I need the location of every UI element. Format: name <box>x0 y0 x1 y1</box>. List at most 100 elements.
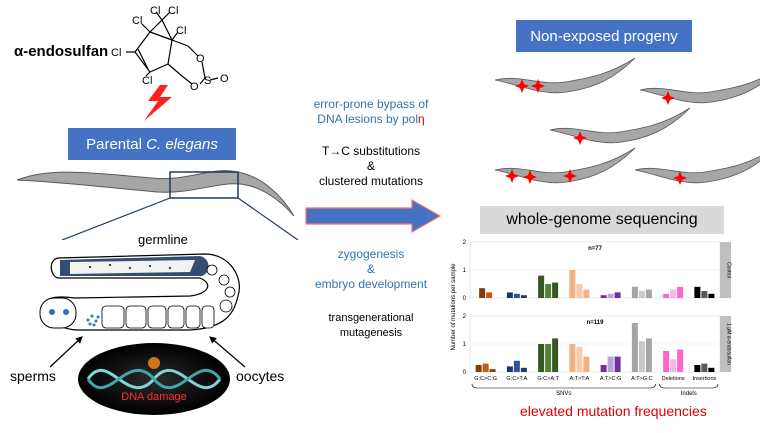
chart-bar <box>486 292 493 298</box>
oxygen-atom: O <box>190 81 199 92</box>
alpha-endosulfan-label: α-endosulfan <box>14 43 109 60</box>
chart-bar <box>520 367 527 372</box>
chart-bar <box>489 369 496 372</box>
germline-schematic <box>39 253 240 331</box>
chart-bar <box>482 363 489 372</box>
chart-x-tick: G:C>C:G <box>474 376 497 382</box>
zygo-line: zygogenesis <box>337 247 405 261</box>
chart-bar <box>694 286 701 298</box>
chart-bar <box>576 346 583 372</box>
chart-x-tick: A:T>T:A <box>570 376 590 382</box>
parental-text: Parental <box>86 135 142 153</box>
chart-bar <box>645 289 652 298</box>
chart-x-tick: G:C>A:T <box>537 376 559 382</box>
chart-bar <box>708 293 715 298</box>
chart-panel-name: Control <box>726 262 732 278</box>
species-name: C. elegans <box>146 135 218 153</box>
chart-y-tick: 2 <box>463 240 467 246</box>
oocytes-label: oocytes <box>236 368 285 384</box>
chart-bar <box>614 292 621 298</box>
chart-bar <box>520 295 527 298</box>
chart-y-tick: 1 <box>463 342 467 348</box>
chart-bar <box>694 365 701 372</box>
chart-bar <box>677 286 684 298</box>
cl-atom: Cl <box>111 47 121 59</box>
progeny-worm-2 <box>639 67 760 105</box>
chart-group-label: SNVs <box>556 391 571 397</box>
chart-bar <box>631 323 638 372</box>
chart-bar <box>583 289 590 298</box>
chart-bar <box>614 356 621 372</box>
chart-panel-strip <box>720 242 731 298</box>
chart-bar <box>663 351 670 372</box>
chart-bar <box>538 275 545 298</box>
chart-y-label: Number of mutations per sample <box>451 263 457 351</box>
chart-bar <box>638 341 645 372</box>
parental-label-box: Parental C. elegans <box>68 128 236 160</box>
progeny-label-box: Non-exposed progeny <box>516 20 692 52</box>
chart-bar <box>663 293 670 298</box>
oxygen-atom: O <box>196 53 205 65</box>
chart-group-bracket <box>659 383 719 389</box>
germline-label: germline <box>138 232 188 247</box>
bypass-line-1: error-prone bypass of <box>313 97 429 111</box>
substitution-text: T→C substitutions & clustered mutations <box>286 144 456 189</box>
chart-bar <box>607 356 614 372</box>
chart-bar <box>670 289 677 298</box>
chart-group-bracket <box>471 383 656 389</box>
amp-1: & <box>366 159 375 173</box>
parental-worm <box>16 170 299 240</box>
chart-bar <box>670 359 677 372</box>
chart-bar <box>506 366 513 372</box>
progeny-worm-3 <box>549 107 691 145</box>
chart-x-tick: Insertions <box>692 376 716 382</box>
sulfur-atom: S <box>204 75 211 87</box>
clustered-line: clustered mutations <box>318 174 424 188</box>
chart-x-tick: A:T>C:G <box>600 376 622 382</box>
chart-bar <box>513 360 520 372</box>
progeny-worm-5 <box>634 147 760 185</box>
chart-bar <box>569 270 576 298</box>
chart-bar <box>552 338 559 372</box>
sperms-label: sperms <box>10 368 56 384</box>
chart-panel-strip <box>720 316 731 372</box>
trans-line-1: transgenerational <box>328 312 414 324</box>
chart-bar <box>677 349 684 372</box>
cl-atom: Cl <box>142 75 152 87</box>
progeny-worms <box>494 57 760 185</box>
chart-panel-name: 1 μM α-endosulfan <box>726 323 732 365</box>
cl-atom: Cl <box>132 15 142 27</box>
chart-bar <box>701 291 708 298</box>
chart-bar <box>708 367 715 372</box>
germline-zoom-box <box>169 171 239 199</box>
cl-atom: Cl <box>150 5 160 17</box>
dna-damage-image: DNA damage <box>78 343 230 415</box>
dna-helix-icon <box>86 357 222 389</box>
chart-bar <box>638 291 645 298</box>
endosulfan-structure: Cl Cl Cl Cl Cl Cl O O S O <box>111 5 229 92</box>
pol-eta: η <box>418 112 425 126</box>
chart-y-tick: 0 <box>463 296 467 302</box>
chart-bar <box>576 284 583 298</box>
label-arrows <box>49 336 246 368</box>
chart-y-tick: 1 <box>463 268 467 274</box>
chart-bar <box>545 284 552 298</box>
cl-atom: Cl <box>168 5 178 17</box>
elevated-label: elevated mutation frequencies <box>520 403 707 419</box>
chart-bar <box>513 293 520 298</box>
chart-group-label: Indels <box>681 391 697 397</box>
chart-bar <box>552 282 559 298</box>
cl-atom: Cl <box>176 25 186 37</box>
chart-n-label: n=77 <box>588 246 603 252</box>
chart-bar <box>701 363 708 372</box>
chart-bar <box>600 365 607 372</box>
chart-bar <box>479 288 486 298</box>
chart-x-tick: Deletions <box>662 376 685 382</box>
chart-y-tick: 0 <box>463 370 467 376</box>
trans-text: transgenerational mutagenesis <box>286 311 456 341</box>
big-arrow-icon <box>305 198 442 234</box>
lightning-bolt-icon <box>144 85 172 121</box>
progeny-worm-4 <box>494 147 636 184</box>
trans-line-2: mutagenesis <box>339 327 403 339</box>
chart-bar <box>631 286 638 298</box>
